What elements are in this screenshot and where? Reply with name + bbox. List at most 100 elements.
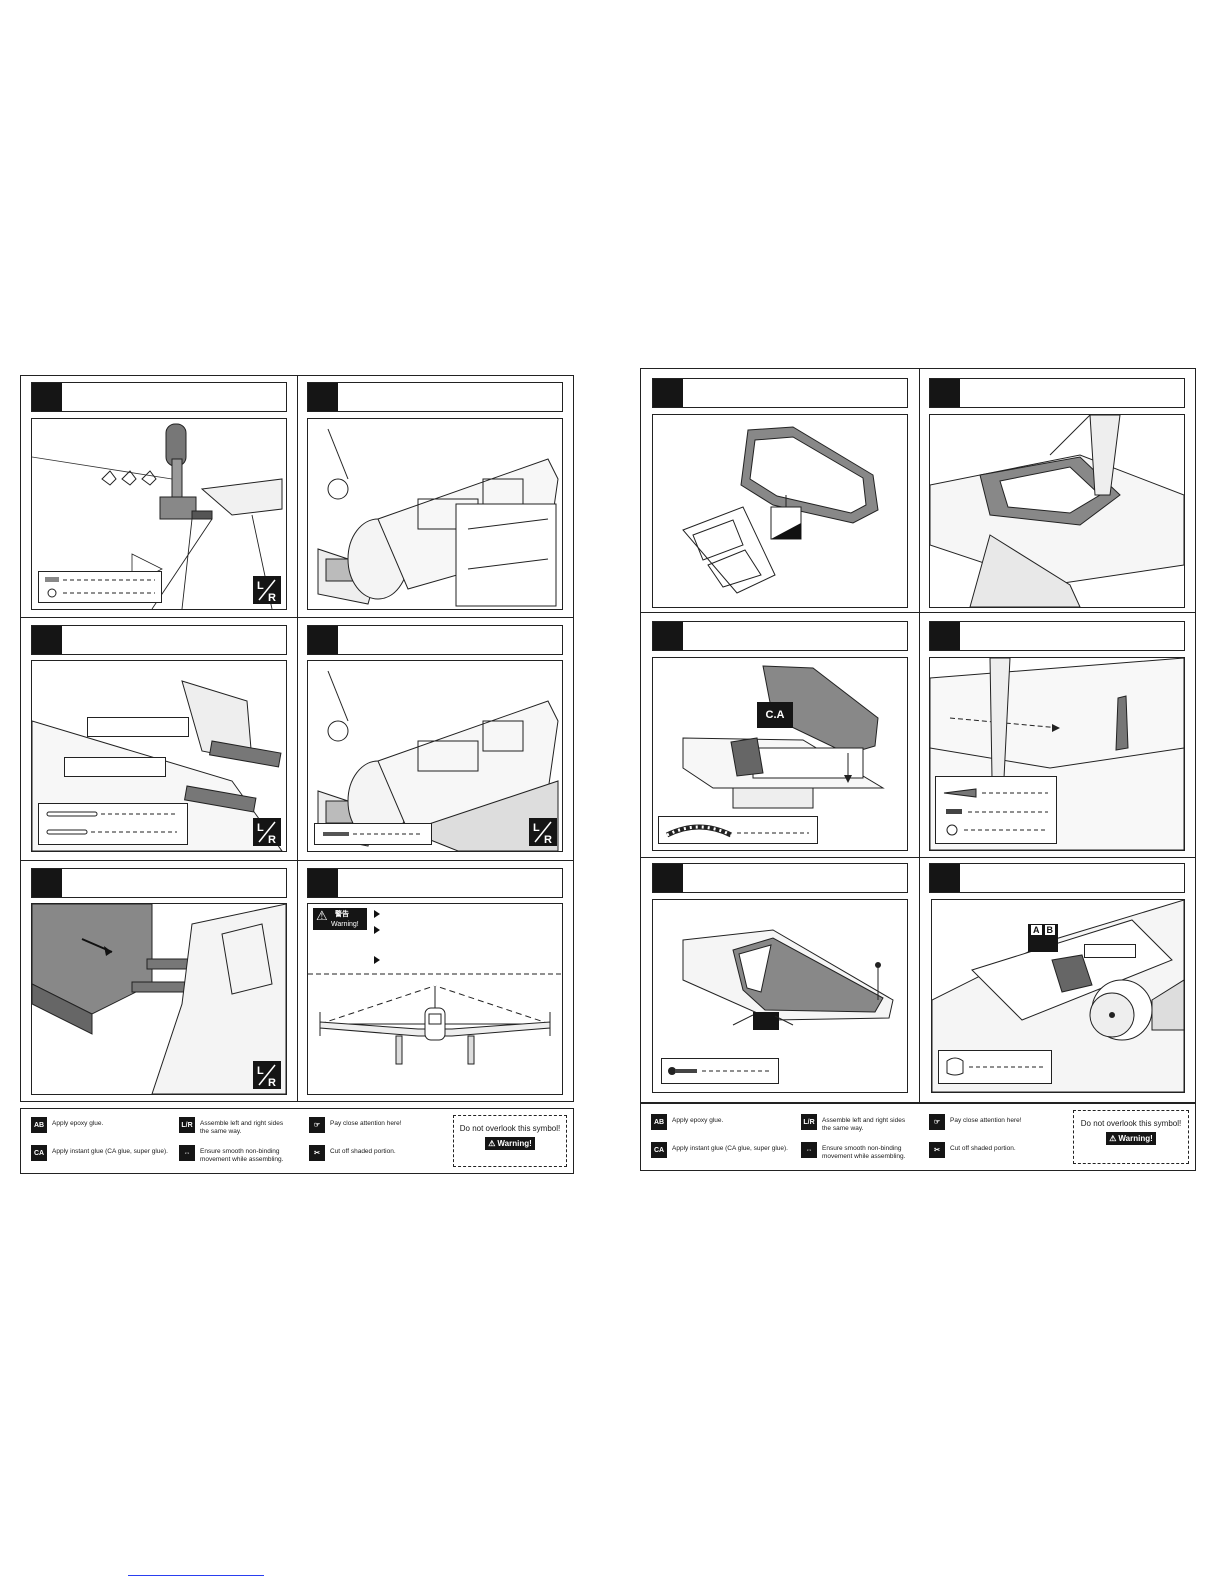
canopy-screws-drawing (682, 929, 894, 1030)
left-page-row-divider-2 (21, 860, 573, 861)
overlook-warning-box: Do not overlook this symbol! ⚠Warning! (1073, 1110, 1189, 1164)
left-page-column-divider (297, 376, 298, 1101)
step-header-r5 (652, 863, 908, 893)
step-header-l3 (31, 625, 287, 655)
cut-shaded-icon: ✂ (929, 1142, 945, 1158)
step-number-block (308, 869, 338, 897)
step-header-l2 (307, 382, 563, 412)
left-page-row-divider-1 (21, 617, 573, 618)
fuselage-servo-drawing (317, 428, 559, 607)
step-header-r2 (929, 378, 1185, 408)
cockpit-canopy-glue-drawing (682, 665, 885, 809)
step-number-block (32, 869, 62, 897)
warning-triangle-icon: ⚠ (316, 908, 328, 923)
epoxy-glue-icon: AB (31, 1117, 47, 1133)
step-number-block (930, 864, 960, 892)
cut-shaded-icon: ✂ (309, 1145, 325, 1161)
svg-text:L: L (257, 1065, 264, 1077)
underline-link-fragment[interactable] (128, 1575, 264, 1576)
svg-text:R: R (268, 592, 276, 604)
step-header-r3 (652, 621, 908, 651)
callout-label (1084, 944, 1136, 958)
legend-smooth-movement: ⇔Ensure smooth non-binding movement whil… (179, 1145, 283, 1163)
canopy-trim-drawing (682, 426, 879, 594)
warning-triangle-icon: ⚠ (488, 1139, 496, 1148)
svg-text:R: R (544, 834, 552, 846)
overlook-text: Do not overlook this symbol! (1080, 1119, 1182, 1128)
step-header-l4 (307, 625, 563, 655)
ca-glue-icon: CA (651, 1142, 667, 1158)
legend-cut-shaded: ✂Cut off shaded portion. (309, 1145, 396, 1161)
step-number-block (32, 383, 62, 411)
step-header-l6 (307, 868, 563, 898)
right-page-row-divider-2 (641, 857, 1195, 858)
right-page-column-divider (919, 369, 920, 1102)
parts-list-box (938, 1050, 1052, 1084)
tailwheel-assembly-drawing (32, 423, 283, 609)
ca-glue-icon: C.A (757, 702, 793, 728)
step-illustration-l6: ⚠ 警告 Warning! (307, 903, 563, 1095)
svg-text:L: L (257, 580, 264, 592)
step-number-block (653, 622, 683, 650)
epoxy-ab-icon: A B (1028, 924, 1058, 952)
overlook-text: Do not overlook this symbol! (459, 1124, 561, 1133)
step-header-r1 (652, 378, 908, 408)
canopy-fitting-drawing (930, 415, 1184, 607)
step-illustration-r2 (929, 414, 1185, 608)
step-number-block (930, 379, 960, 407)
warning-label: ⚠Warning! (1106, 1132, 1156, 1145)
smooth-movement-icon: ⇔ (179, 1145, 195, 1161)
svg-text:R: R (268, 1077, 276, 1089)
left-right-assemble-icon: L/R (801, 1114, 817, 1130)
step-number-block (32, 626, 62, 654)
step-number-block (308, 626, 338, 654)
parts-list-box (38, 803, 188, 845)
ca-glue-icon: CA (31, 1145, 47, 1161)
overlook-warning-box: Do not overlook this symbol! ⚠Warning! (453, 1115, 567, 1167)
step-header-r4 (929, 621, 1185, 651)
step-illustration-r3: C.A (652, 657, 908, 851)
parts-list-box (661, 1058, 779, 1084)
smooth-movement-icon: ⇔ (801, 1142, 817, 1158)
step-number-block (653, 864, 683, 892)
legend-attention: ☞Pay close attention here! (929, 1114, 1022, 1130)
step-number-block (653, 379, 683, 407)
step-illustration-r5 (652, 899, 908, 1093)
parts-list-box (38, 571, 162, 603)
step-illustration-r1 (652, 414, 908, 608)
callout-label (64, 757, 166, 777)
step-header-l1 (31, 382, 287, 412)
right-page-row-divider-1 (641, 612, 1195, 613)
legend-attention: ☞Pay close attention here! (309, 1117, 402, 1133)
step-number-block (308, 383, 338, 411)
parts-list-box (314, 823, 432, 845)
warning-badge: ⚠ 警告 Warning! (313, 908, 367, 930)
parts-list-box (658, 816, 818, 844)
fuselage-wing-screws-drawing (317, 670, 559, 851)
epoxy-glue-icon: AB (651, 1114, 667, 1130)
wing-insertion-drawing (32, 904, 286, 1094)
pointing-hand-icon: ☞ (309, 1117, 325, 1133)
step-illustration-r6: A B (931, 899, 1185, 1093)
step-illustration-l2 (307, 418, 563, 610)
step-illustration-r4 (929, 657, 1185, 851)
svg-text:R: R (268, 834, 276, 846)
step-header-l5 (31, 868, 287, 898)
warning-badge-en: Warning! (331, 921, 359, 928)
parts-list-box (935, 776, 1057, 844)
warning-label: ⚠Warning! (485, 1137, 535, 1150)
